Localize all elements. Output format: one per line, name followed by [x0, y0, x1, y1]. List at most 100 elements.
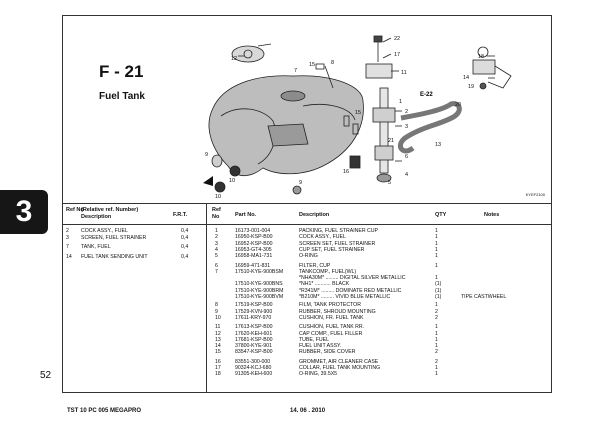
left-row-ref: 3 [66, 235, 69, 241]
right-row-qty: (1) [435, 294, 442, 300]
right-row-qty: 1 [435, 234, 438, 241]
callout-22: 22 [394, 36, 400, 42]
right-row-qty: 2 [435, 314, 438, 321]
callout-9b: 9 [299, 180, 302, 186]
right-row-ref: 1 [215, 228, 218, 234]
right-row-part: 91305-KEH-600 [235, 371, 273, 378]
right-row-part: 83551-300-000 [235, 358, 271, 365]
right-header-ref: Ref No [212, 207, 221, 220]
left-header-frt: F.R.T. [173, 212, 188, 218]
exploded-diagram: F - 21 Fuel Tank KYEF2100 [63, 16, 551, 204]
right-row-qty: 1 [435, 262, 438, 269]
right-row-description: CUSHION, FUEL TANK RR. [299, 324, 365, 331]
right-row-description: O-RING [299, 253, 318, 260]
callout-11: 11 [401, 70, 407, 76]
parts-table: Ref No (Relative ref. Number) Descriptio… [63, 204, 551, 392]
right-row-ref: 6 [215, 262, 218, 269]
right-row-part: 17519-KSP-B00 [235, 302, 273, 309]
right-row-part: 17613-KSP-B00 [235, 324, 273, 331]
parts-catalog-frame: F - 21 Fuel Tank KYEF2100 [62, 15, 552, 393]
right-row-ref: 13 [215, 336, 221, 343]
right-row-description: FUEL UNIT ASSY. [299, 343, 342, 350]
left-header-relative: (Relative ref. Number) [81, 207, 139, 213]
right-row-part: 17620-KEH-601 [235, 330, 273, 337]
callout-12: 12 [231, 56, 237, 62]
fuel-tank-drawing: 12 22 17 11 15 8 7 18 14 19 2 1 3 21 6 4… [203, 35, 512, 200]
left-header-description: Description [81, 214, 112, 220]
right-row-part: 17681-KSP-B00 [235, 336, 273, 343]
group-code: F - 21 [99, 62, 144, 81]
right-row-qty: 2 [435, 358, 438, 365]
left-row-frt: 0,4 [181, 235, 189, 241]
right-row-qty: 1 [435, 253, 438, 260]
right-row-qty: 1 [435, 343, 438, 350]
right-row-description: TUBE, FUEL [299, 336, 329, 343]
right-row-qty: 1 [435, 371, 438, 378]
left-row-frt: 0,4 [181, 254, 189, 260]
callout-17: 17 [394, 52, 400, 58]
front-arrow-icon [203, 176, 213, 186]
callout-9: 9 [205, 152, 208, 158]
right-row-qty: 1 [435, 330, 438, 337]
callout-14: 14 [463, 75, 469, 81]
right-row-description: *NHA30M* ......... DIGITAL SILVER METALL… [299, 275, 406, 282]
right-row-qty: 1 [435, 302, 438, 309]
filler-cap-shape [231, 45, 265, 63]
fuel-cock-shape [379, 87, 389, 174]
right-row-description: *R341M* ......... DOMINATE RED METALLIC [299, 287, 402, 294]
right-row-description: FILM, TANK PROTECTOR [299, 302, 361, 309]
right-row-description: GROMMET, AIR CLEANER CASE [299, 358, 379, 365]
right-row-part: 83547-KSP-B00 [235, 349, 273, 356]
right-row-ref: 18 [215, 371, 221, 378]
right-row-part: 17510-KYE-900BVM [235, 294, 284, 300]
right-row-description: *NH1* ........... BLACK [299, 281, 350, 288]
right-row-ref: 15 [215, 349, 221, 356]
drawing-code: KYEF2100 [525, 192, 545, 197]
right-row-description: RUBBER, SHROUD MOUNTING [299, 308, 376, 315]
left-row-ref: 7 [66, 244, 69, 250]
right-row-qty: 1 [435, 228, 438, 234]
callout-15: 15 [309, 62, 315, 68]
right-row-ref: 16 [215, 358, 221, 365]
right-row-qty: 1 [435, 324, 438, 331]
right-row-qty: 1 [435, 275, 438, 282]
right-row-part: 90324-KCJ-680 [235, 365, 272, 371]
right-row-ref: 4 [215, 246, 218, 253]
right-row-ref: 5 [215, 253, 218, 260]
right-row-qty: (1) [435, 281, 442, 288]
right-row-notes: TIPE CASTWHEEL [461, 294, 507, 300]
callout-13: 13 [435, 142, 441, 148]
right-row-part: 16952-KSP-B00 [235, 240, 273, 247]
left-row-ref: 14 [66, 254, 72, 260]
right-row-part: 17510-KYE-900BNS [235, 281, 283, 288]
footer-date: 14. 06 . 2010 [290, 408, 326, 414]
right-row-ref: 7 [215, 268, 218, 275]
callout-3: 3 [405, 124, 408, 130]
right-row-description: COCK ASSY., FUEL [299, 234, 346, 241]
right-row-qty: 2 [435, 349, 438, 356]
left-header-ref: Ref No [66, 207, 84, 213]
right-row-description: PACKING, FUEL STRAINER CUP [299, 228, 378, 234]
right-row-description: RUBBER, SIDE COVER [299, 349, 356, 356]
callout-20: 20 [455, 102, 461, 108]
right-row-description: CUSHION, FR. FUEL TANK [299, 314, 364, 321]
callout-1: 1 [399, 99, 402, 105]
right-header-part: Part No. [235, 212, 257, 218]
sending-unit-shape [472, 59, 496, 75]
callout-18: 18 [478, 54, 484, 60]
right-row-description: SCREEN SET, FUEL STRAINER [299, 240, 376, 247]
right-row-qty: 1 [435, 365, 438, 371]
right-header-notes: Notes [484, 212, 500, 218]
right-row-ref: 17 [215, 365, 221, 371]
right-row-ref: 10 [215, 314, 221, 321]
ref-marker: E-22 [420, 92, 433, 98]
right-row-part: 17529-KVN-900 [235, 308, 273, 315]
right-row-ref: 8 [215, 302, 218, 309]
right-row-qty: 1 [435, 336, 438, 343]
left-row-description: TANK, FUEL [81, 244, 111, 250]
right-row-description: CAP COMP., FUEL FILLER [299, 330, 363, 337]
right-header-qty: QTY [435, 212, 447, 218]
callout-21: 21 [388, 138, 394, 144]
right-row-qty: (1) [435, 287, 442, 294]
footer-catalog-code: TST 10 PC 005 MEGAPRO [67, 408, 142, 414]
